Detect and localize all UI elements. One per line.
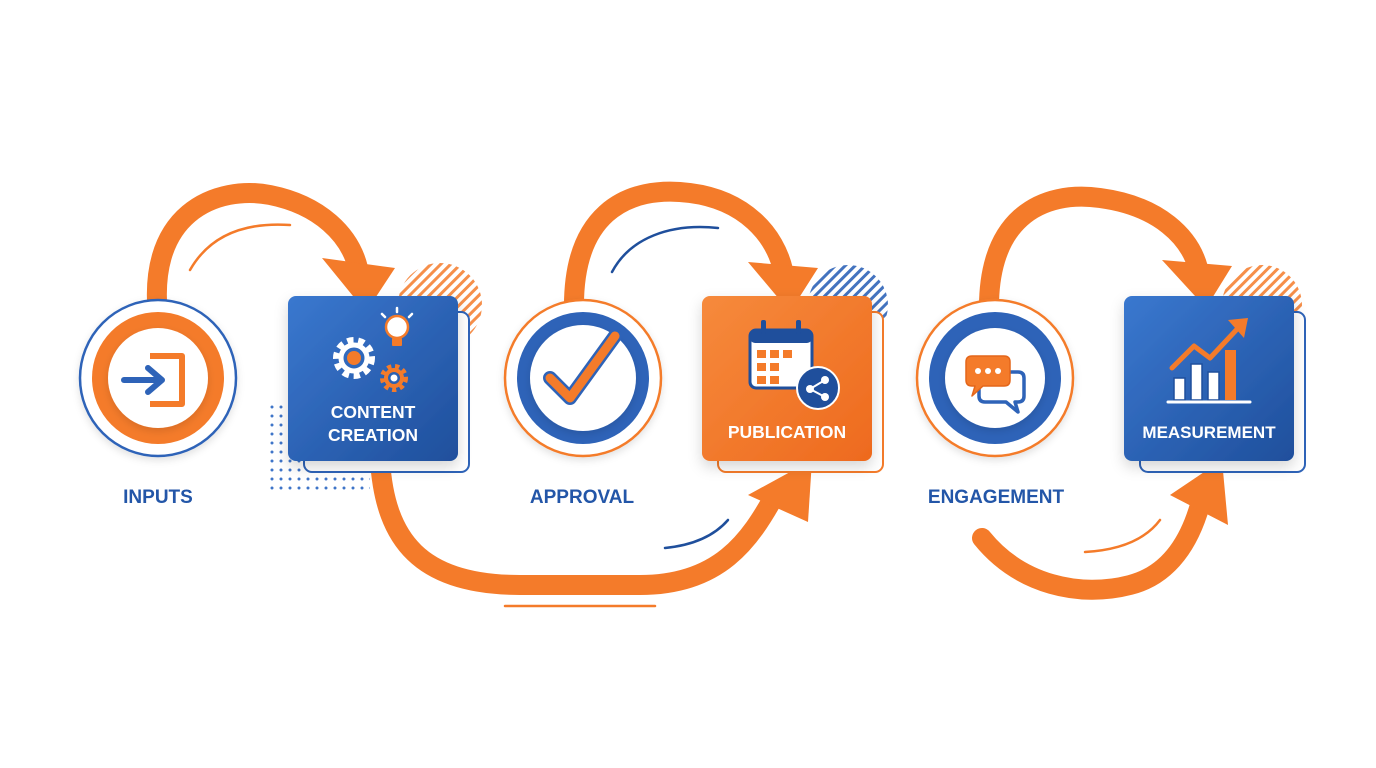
bottom-arrow-engagement-to-measurement (972, 460, 1228, 600)
step-inputs: INPUTS (78, 298, 238, 508)
arc-arrow-engagement-to-measurement (978, 186, 1232, 340)
chat-bubbles-icon (965, 355, 1026, 414)
calendar-share-icon (748, 320, 840, 410)
arc-arrow-approval-to-publication (563, 181, 818, 340)
step-label-publication: PUBLICATION (728, 422, 846, 442)
step-label-engagement: ENGAGEMENT (928, 487, 1065, 508)
step-label-inputs: INPUTS (123, 487, 193, 508)
gears-lightbulb-icon (333, 306, 414, 392)
step-engagement: ENGAGEMENT (915, 298, 1075, 508)
bottom-arrow-content-to-publication (370, 450, 812, 608)
bar-chart-growth-icon (1166, 318, 1252, 404)
step-approval: APPROVAL (503, 298, 663, 508)
step-label-content-creation-line1: CONTENT (331, 402, 416, 422)
step-content-creation: CONTENT CREATION (288, 296, 470, 473)
step-publication: PUBLICATION (702, 296, 884, 473)
step-label-content-creation-line2: CREATION (328, 425, 418, 445)
step-measurement: MEASUREMENT (1124, 296, 1306, 473)
sign-in-arrow-icon (121, 353, 185, 407)
step-label-measurement: MEASUREMENT (1142, 423, 1276, 442)
arc-arrow-inputs-to-content (146, 183, 395, 340)
checkmark-icon (543, 329, 622, 405)
step-label-approval: APPROVAL (530, 487, 635, 508)
